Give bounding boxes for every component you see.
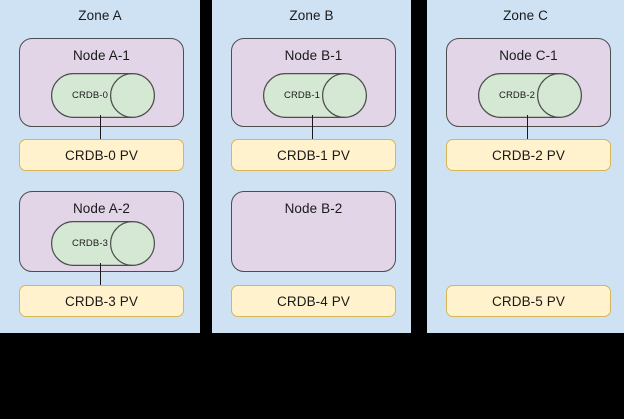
node-b-1[interactable]: Node B-1 CRDB-1: [231, 38, 396, 127]
database-label-crdb-2: CRDB-2: [499, 90, 535, 101]
node-a-1-title: Node A-1: [72, 48, 131, 63]
pv-crdb-0[interactable]: CRDB-0 PV: [19, 139, 184, 171]
pv-crdb-5[interactable]: CRDB-5 PV: [446, 285, 611, 317]
pv-crdb-2[interactable]: CRDB-2 PV: [446, 139, 611, 171]
node-a-2[interactable]: Node A-2 CRDB-3: [19, 191, 184, 272]
zone-b: Zone B Node B-1 CRDB-1 CRDB-1 PV Node B-…: [212, 0, 411, 333]
database-cylinder-crdb-0[interactable]: CRDB-0: [51, 73, 155, 118]
node-b-1-title: Node B-1: [284, 48, 343, 63]
connector-node-a-2-to-crdb-3-pv: [100, 263, 101, 285]
node-c-1-title: Node C-1: [499, 48, 558, 63]
pv-crdb-4[interactable]: CRDB-4 PV: [231, 285, 396, 317]
pv-crdb-3[interactable]: CRDB-3 PV: [19, 285, 184, 317]
connector-node-a-1-to-crdb-0-pv: [100, 115, 101, 139]
node-b-2-title: Node B-2: [284, 201, 343, 216]
node-a-2-title: Node A-2: [72, 201, 131, 216]
zone-a-title: Zone A: [78, 8, 122, 23]
node-b-2[interactable]: Node B-2: [231, 191, 396, 272]
zone-a: Zone A Node A-1 CRDB-0 CRDB-0 PV Node A-…: [0, 0, 200, 333]
database-label-crdb-0: CRDB-0: [72, 90, 108, 101]
database-label-crdb-3: CRDB-3: [72, 238, 108, 249]
connector-node-c-1-to-crdb-2-pv: [527, 115, 528, 139]
database-cylinder-crdb-2[interactable]: CRDB-2: [478, 73, 582, 118]
zone-c-title: Zone C: [503, 8, 548, 23]
node-a-1[interactable]: Node A-1 CRDB-0: [19, 38, 184, 127]
zone-c: Zone C Node C-1 CRDB-2 CRDB-2 PV CRDB-5 …: [427, 0, 624, 333]
zone-b-title: Zone B: [289, 8, 334, 23]
database-label-crdb-1: CRDB-1: [284, 90, 320, 101]
connector-node-b-1-to-crdb-1-pv: [312, 115, 313, 139]
pv-crdb-1[interactable]: CRDB-1 PV: [231, 139, 396, 171]
database-cylinder-crdb-1[interactable]: CRDB-1: [263, 73, 367, 118]
node-c-1[interactable]: Node C-1 CRDB-2: [446, 38, 611, 127]
database-cylinder-crdb-3[interactable]: CRDB-3: [51, 221, 155, 266]
